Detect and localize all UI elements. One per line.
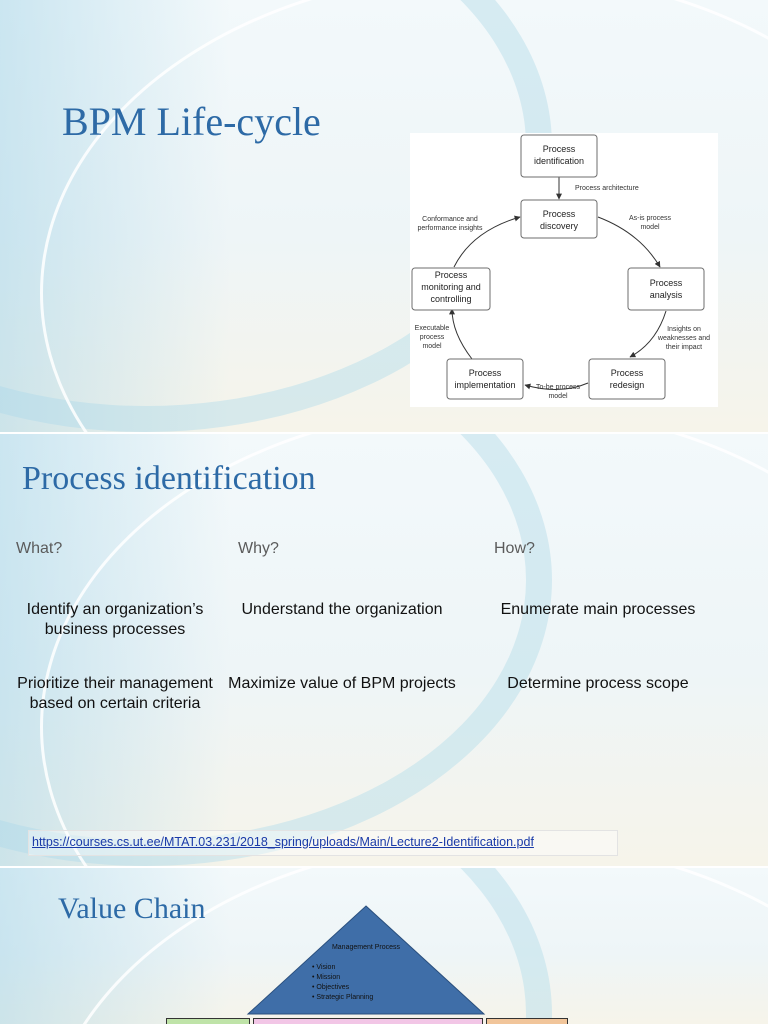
svg-text:weaknesses and: weaknesses and <box>657 335 710 342</box>
column-header-why: Why? <box>238 540 279 557</box>
svg-text:To-be process: To-be process <box>536 384 580 391</box>
svg-text:redesign: redesign <box>610 380 645 390</box>
svg-text:Process architecture: Process architecture <box>575 185 639 192</box>
svg-text:model: model <box>422 343 442 350</box>
label-conformance-insights: Conformance and performance insights <box>418 216 483 232</box>
label-process-architecture: Process architecture <box>575 185 639 192</box>
background-wash <box>0 434 230 866</box>
edge-discovery-analysis <box>597 216 661 268</box>
svg-text:As-is process: As-is process <box>629 215 672 222</box>
node-process-discovery: Process discovery <box>520 199 598 239</box>
svg-text:Process: Process <box>543 144 576 154</box>
svg-text:process: process <box>420 334 445 341</box>
svg-text:identification: identification <box>534 156 584 166</box>
management-process-roof <box>246 905 486 1015</box>
cell-why-1: Understand the organization <box>241 601 443 618</box>
cell-how-2: Determine process scope <box>507 675 689 692</box>
svg-text:Process: Process <box>650 278 683 288</box>
edge-redesign-implementation <box>524 382 589 391</box>
svg-text:performance insights: performance insights <box>418 225 483 232</box>
node-process-implementation: Process implementation <box>446 358 524 400</box>
edge-analysis-redesign <box>629 310 667 358</box>
background-wash <box>0 0 230 432</box>
svg-text:discovery: discovery <box>540 221 579 231</box>
svg-text:Executable: Executable <box>415 325 450 332</box>
svg-text:Insights on: Insights on <box>667 326 701 333</box>
slide-value-chain: Value Chain Management Process Vision Mi… <box>0 868 768 1024</box>
svg-text:analysis: analysis <box>650 290 683 300</box>
svg-text:Process: Process <box>611 368 644 378</box>
node-process-identification: Process identification <box>520 134 598 178</box>
cell-what-2: Prioritize their management based on cer… <box>17 675 213 712</box>
roof-item: Objectives <box>312 983 373 993</box>
cell-why-2: Maximize value of BPM projects <box>228 675 456 692</box>
svg-text:Process: Process <box>469 368 502 378</box>
roof-item: Vision <box>312 963 373 973</box>
svg-text:Process: Process <box>543 209 576 219</box>
column-header-how: How? <box>494 540 535 557</box>
roof-item-list: Vision Mission Objectives Strategic Plan… <box>312 963 373 1003</box>
svg-text:Conformance and: Conformance and <box>422 216 478 223</box>
slide-bpm-life-cycle: BPM Life-cycle Process identification <box>0 0 768 432</box>
svg-text:Process: Process <box>435 270 468 280</box>
svg-text:implementation: implementation <box>454 380 515 390</box>
column-header-what: What? <box>16 540 63 557</box>
reference-link[interactable]: https://courses.cs.ut.ee/MTAT.03.231/201… <box>32 835 534 849</box>
label-insights-on-weaknesses: Insights on weaknesses and their impact <box>657 326 710 351</box>
label-as-is-process-model: As-is process model <box>629 215 672 231</box>
cell-how-1: Enumerate main processes <box>500 601 696 618</box>
svg-text:model: model <box>548 393 568 400</box>
roof-item: Strategic Planning <box>312 993 373 1003</box>
slide-process-identification: Process identification What? Why? How? I… <box>0 434 768 866</box>
label-to-be-process-model: To-be process model <box>536 384 580 400</box>
roof-item: Mission <box>312 973 373 983</box>
svg-text:model: model <box>640 224 660 231</box>
edge-implementation-monitoring <box>449 308 473 360</box>
roof-title: Management Process <box>331 944 401 951</box>
slide-title: BPM Life-cycle <box>62 99 321 144</box>
svg-text:their impact: their impact <box>666 344 702 351</box>
value-chain-block-pink <box>253 1018 483 1024</box>
node-process-monitoring: Process monitoring and controlling <box>411 267 491 311</box>
value-chain-block-green <box>166 1018 250 1024</box>
value-chain-block-orange <box>486 1018 568 1024</box>
svg-text:monitoring and: monitoring and <box>421 282 481 292</box>
slide-title: Value Chain <box>58 892 206 925</box>
node-process-analysis: Process analysis <box>627 267 705 311</box>
label-executable-process-model: Executable process model <box>415 325 450 350</box>
slide-title: Process identification <box>22 460 316 497</box>
svg-text:controlling: controlling <box>430 294 471 304</box>
bpm-lifecycle-diagram: Process identification Process discovery… <box>410 133 718 407</box>
cell-what-1: Identify an organization’s business proc… <box>26 601 204 638</box>
edge-monitoring-discovery <box>453 215 521 268</box>
node-process-redesign: Process redesign <box>588 358 666 400</box>
